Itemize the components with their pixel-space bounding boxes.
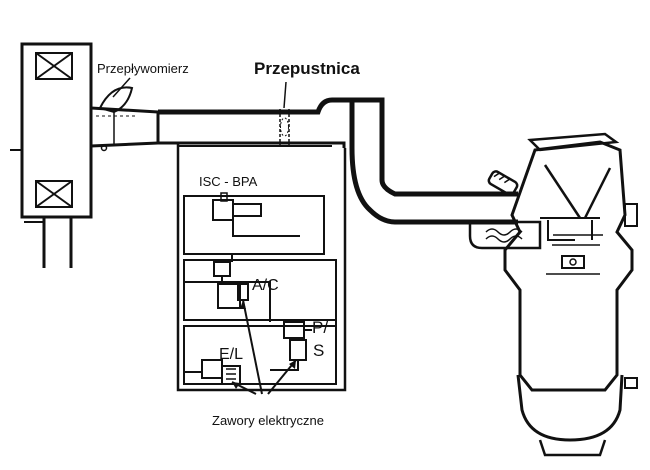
label-flow-meter: Przepływomierz — [97, 61, 189, 76]
fuel-injector — [487, 170, 519, 196]
flow-meter-leader-line — [112, 77, 131, 98]
label-ps-top: P/ — [312, 318, 328, 337]
label-solenoids: Zawory elektryczne — [212, 413, 324, 428]
solenoid-arrows — [231, 299, 297, 395]
isc-bpa-valve — [212, 192, 300, 237]
label-ps-bottom: S — [313, 341, 324, 360]
air-flow-meter — [90, 77, 159, 152]
label-el: E/L — [219, 346, 243, 363]
intake-duct — [156, 81, 518, 225]
intake-manifold — [468, 170, 542, 250]
label-throttle: Przepustnica — [254, 59, 360, 78]
label-ac: A/C — [252, 277, 279, 294]
label-isc-bpa: ISC - BPA — [199, 174, 258, 189]
engine-block — [503, 132, 638, 457]
ps-valve — [270, 321, 312, 371]
throttle-leader-line — [283, 81, 287, 109]
el-valve — [184, 359, 241, 385]
air-filter-housing — [10, 42, 93, 268]
